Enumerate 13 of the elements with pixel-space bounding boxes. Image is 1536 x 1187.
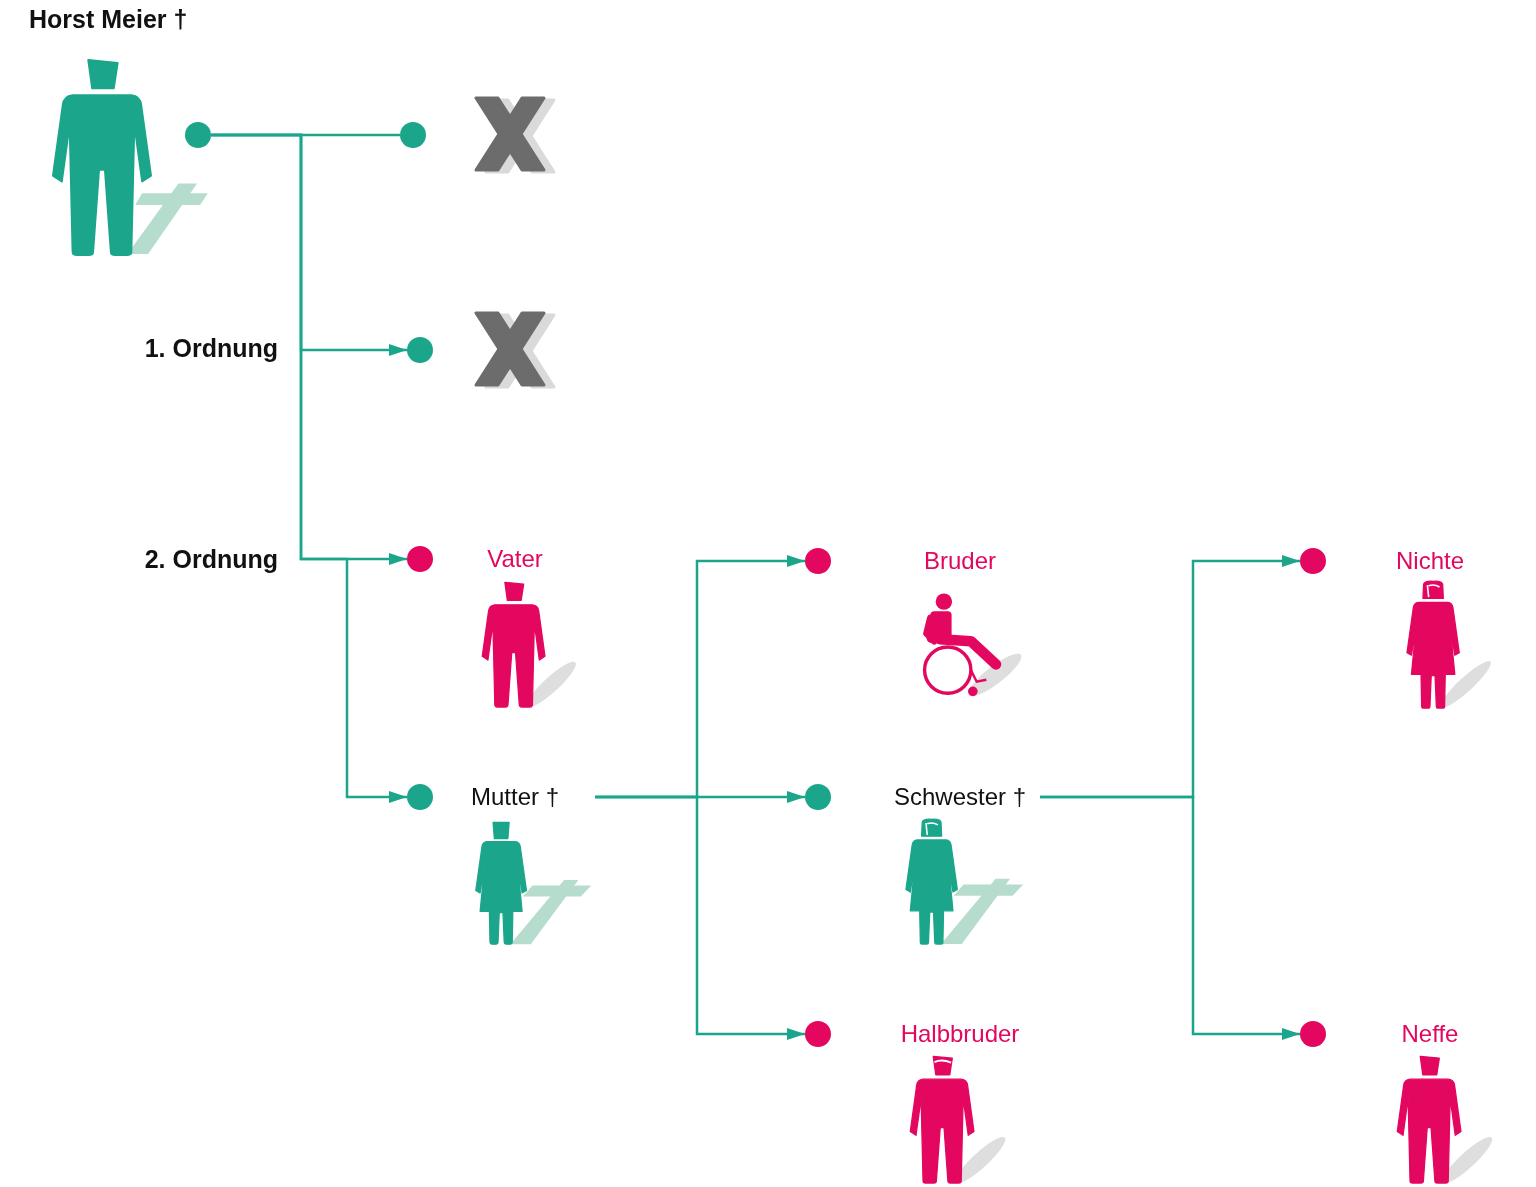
connector-arrow xyxy=(595,795,805,1040)
order-label: 2. Ordnung xyxy=(144,544,278,574)
order-label: 1. Ordnung xyxy=(144,333,278,363)
person-label: Halbbruder xyxy=(900,1020,1020,1047)
connector-arrow xyxy=(1040,795,1300,1040)
person-label: Bruder xyxy=(923,547,996,574)
person-label: Neffe xyxy=(1401,1020,1459,1047)
person-label: Horst Meier † xyxy=(29,5,188,33)
connector-arrow xyxy=(211,133,407,803)
person-label: Mutter † xyxy=(471,783,559,810)
person-label: Nichte xyxy=(1396,547,1464,574)
person-label: Vater xyxy=(487,545,543,572)
person-label: Schwester † xyxy=(893,783,1027,810)
